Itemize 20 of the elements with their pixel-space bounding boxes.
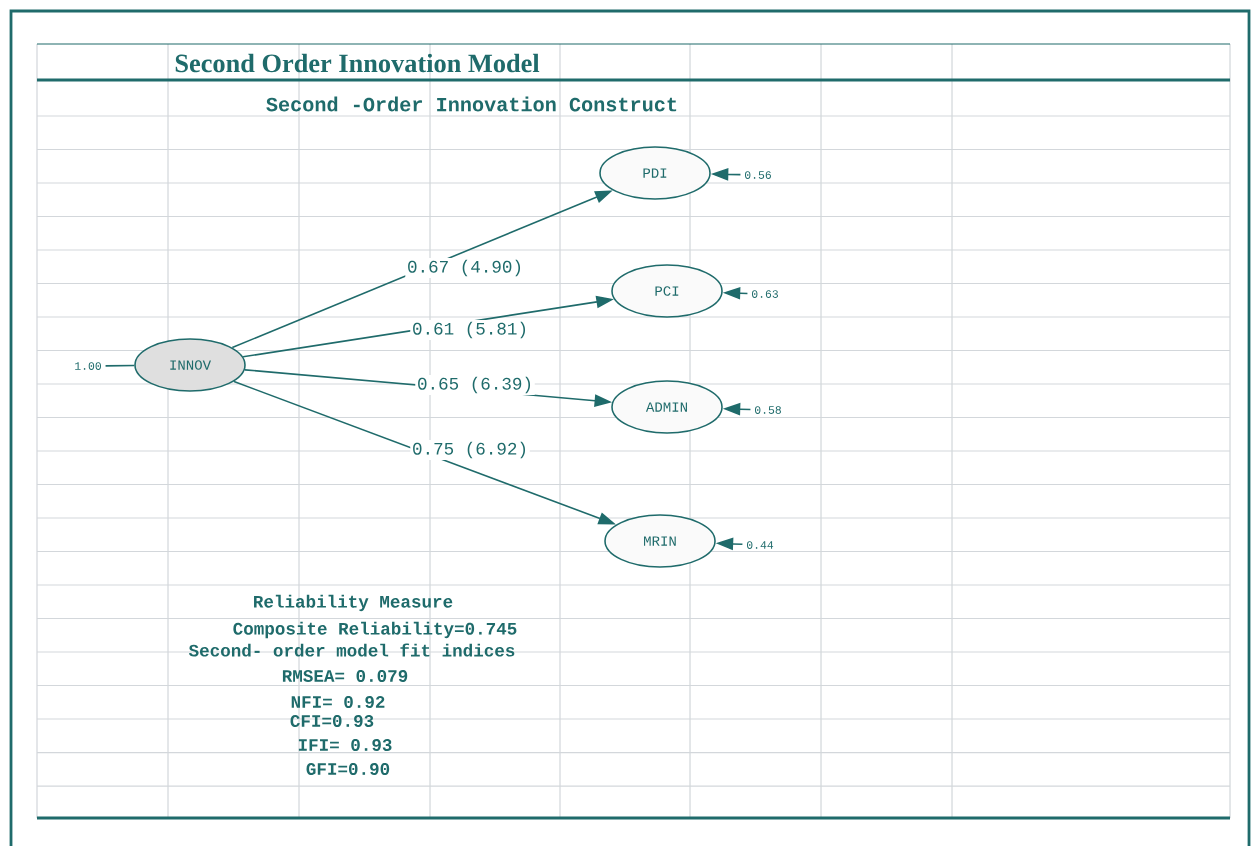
error-variance: 0.58 [755,406,781,414]
error-variance: 0.44 [747,541,774,549]
edge-label: 0.67 (4.90) [405,258,525,278]
statistics-text: NFI= 0.92 [291,696,385,708]
edge-label: 0.65 (6.39) [415,375,535,395]
subtitle: Second -Order Innovation Construct [266,96,677,112]
statistics-text: Second- order model fit indices [188,643,515,657]
connector-line [104,364,135,367]
error-variance: 0.63 [752,290,778,298]
statistics-text: Reliability Measure [254,594,453,612]
statistics-text: CFI=0.93 [290,715,374,727]
error-variance: 0.56 [745,171,771,179]
edge-label: 0.61 (5.81) [410,320,530,340]
statistics-text: Composite Reliability=0.745 [233,621,517,639]
edge-label: 0.75 (6.92) [410,440,530,460]
statistics-text: RMSEA= 0.079 [282,670,408,682]
statistics-text: GFI=0.90 [306,763,390,775]
statistics-text: IFI= 0.93 [298,739,392,751]
error-variance: 1.00 [75,362,101,370]
title: Second Order Innovation Model [175,53,540,73]
